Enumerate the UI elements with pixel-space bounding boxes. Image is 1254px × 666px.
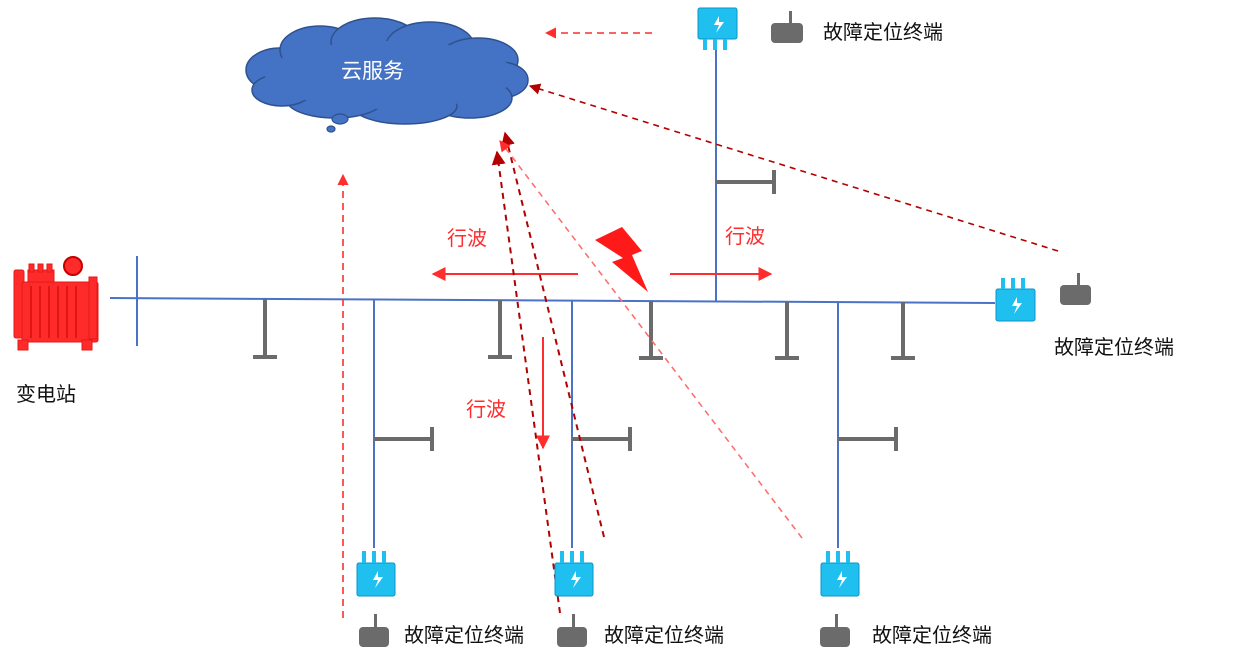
device-right (995, 278, 1036, 322)
wave-label-left: 行波 (447, 226, 487, 250)
device-bottom-3 (820, 551, 860, 597)
antenna-terminal-icon-bottom-1 (359, 614, 389, 647)
terminal-label-bottom-2: 故障定位终端 (604, 623, 724, 647)
wave-label-right: 行波 (725, 224, 765, 248)
branch-lines (373, 50, 839, 548)
terminal-label-bottom-3: 故障定位终端 (872, 623, 992, 647)
main-power-line (109, 256, 996, 346)
antenna-terminal-icon-top (771, 11, 803, 43)
wave-label-down: 行波 (466, 397, 506, 421)
antenna-terminal-icon-right (1060, 273, 1091, 305)
terminal-label-right: 故障定位终端 (1054, 335, 1174, 359)
terminal-label-bottom-1: 故障定位终端 (404, 623, 524, 647)
device-bottom-2 (554, 551, 594, 597)
transformer-icon (13, 256, 99, 351)
cloud-label: 云服务 (341, 59, 404, 83)
substation-label: 变电站 (16, 382, 76, 406)
lightning-fault-icon (595, 227, 648, 292)
antenna-terminal-icon-bottom-3 (820, 614, 850, 647)
terminal-label-top: 故障定位终端 (823, 20, 943, 44)
cloud-icon (245, 17, 529, 133)
ground-symbols (253, 170, 915, 451)
device-top (697, 7, 738, 50)
antenna-terminal-icon-bottom-2 (557, 614, 587, 647)
wave-arrows (431, 267, 773, 450)
device-bottom-1 (356, 551, 396, 597)
report-arrows (337, 27, 1059, 618)
